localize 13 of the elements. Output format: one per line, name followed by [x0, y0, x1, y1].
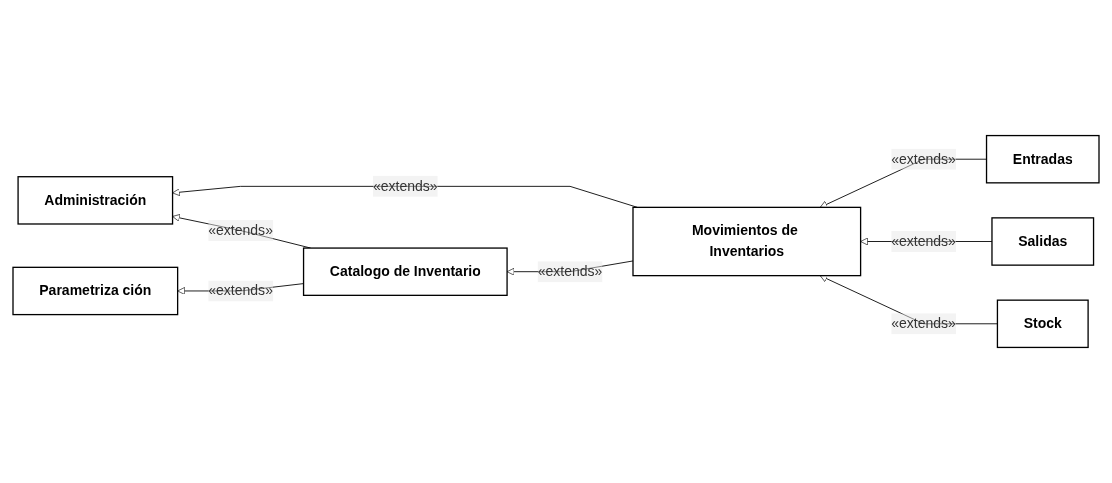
node-box: Catalogo de Inventario: [302, 247, 508, 296]
node-box: Administración: [17, 176, 174, 225]
edge-label: «extends»: [537, 263, 603, 279]
edge-label: «extends»: [891, 315, 956, 331]
edge-label: «extends»: [208, 222, 273, 238]
node-box: Salidas: [991, 217, 1095, 266]
node-box: Stock: [996, 299, 1089, 349]
node-box: Entradas: [985, 134, 1100, 184]
node-box: Parametriza ción: [12, 266, 179, 316]
edge-label: «extends»: [891, 151, 956, 167]
edge-label: «extends»: [208, 283, 273, 298]
node-box: Movimientos de Inventarios: [632, 206, 862, 277]
edge-label: «extends»: [372, 178, 438, 194]
